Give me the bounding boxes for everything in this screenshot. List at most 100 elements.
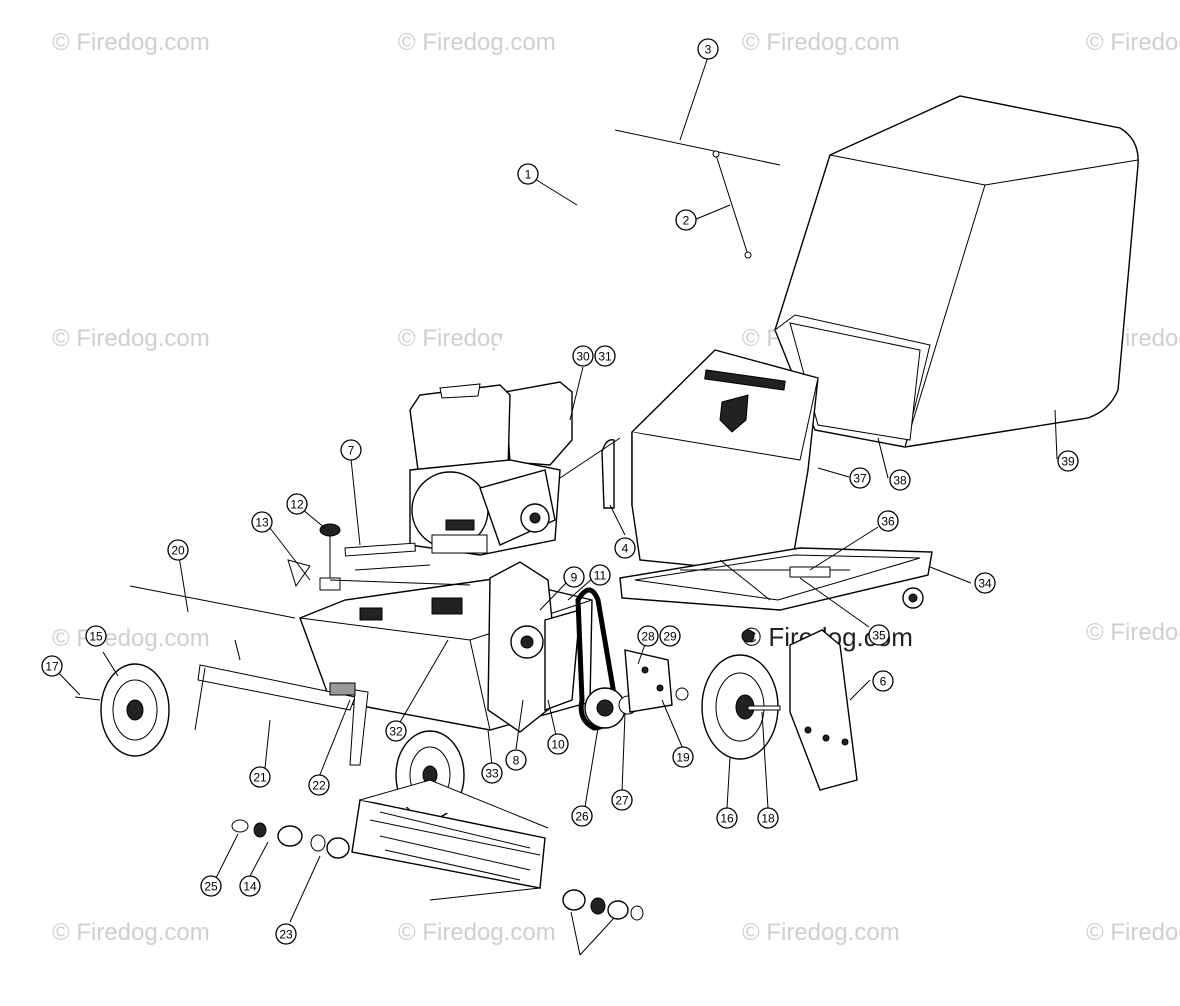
callout-circle bbox=[849, 467, 871, 489]
callout-circle bbox=[1057, 450, 1079, 472]
callout-1: 1 bbox=[517, 163, 539, 185]
callout-circle bbox=[659, 625, 681, 647]
callout-circle bbox=[385, 720, 407, 742]
callout-circle bbox=[251, 511, 273, 533]
callout-number: 16 bbox=[720, 812, 734, 826]
callout-circle bbox=[505, 749, 527, 771]
callout-2: 2 bbox=[675, 209, 697, 231]
discharge-chute bbox=[631, 349, 819, 576]
callout-number: 31 bbox=[598, 350, 612, 364]
callout-circle bbox=[563, 566, 585, 588]
callout-circle bbox=[249, 766, 271, 788]
callout-circle bbox=[697, 38, 719, 60]
callout-circle bbox=[572, 345, 594, 367]
watermark: © Firedog.com bbox=[52, 29, 210, 56]
callout-number: 27 bbox=[615, 794, 629, 808]
callout-circle bbox=[868, 624, 890, 646]
callout-6: 6 bbox=[872, 670, 894, 692]
callout-37: 37 bbox=[849, 467, 871, 489]
callout-32: 32 bbox=[385, 720, 407, 742]
callout-circle bbox=[672, 746, 694, 768]
callout-number: 8 bbox=[513, 754, 520, 768]
callout-25: 25 bbox=[200, 875, 222, 897]
callout-circle bbox=[974, 572, 996, 594]
watermark: © Firedog.com bbox=[1086, 919, 1180, 946]
callout-number: 37 bbox=[853, 472, 867, 486]
callout-circle bbox=[637, 625, 659, 647]
callout-number: 2 bbox=[683, 214, 690, 228]
callout-11: 11 bbox=[589, 564, 611, 586]
callout-number: 25 bbox=[204, 880, 218, 894]
callout-number: 13 bbox=[255, 516, 269, 530]
callout-circle bbox=[757, 807, 779, 829]
callout-circle bbox=[877, 510, 899, 532]
callout-circle bbox=[716, 807, 738, 829]
callout-number: 7 bbox=[348, 444, 355, 458]
leader-lines bbox=[51, 56, 1058, 956]
callout-4: 4 bbox=[614, 537, 636, 559]
handle-assembly bbox=[468, 90, 803, 509]
callout-39: 39 bbox=[1057, 450, 1079, 472]
callout-circle bbox=[308, 774, 330, 796]
callout-number: 17 bbox=[45, 660, 59, 674]
height-adjust-levers bbox=[287, 523, 471, 591]
callout-number: 29 bbox=[663, 630, 677, 644]
callout-number: 34 bbox=[978, 577, 992, 591]
callout-circle bbox=[200, 875, 222, 897]
callout-number: 1 bbox=[525, 168, 532, 182]
callout-13: 13 bbox=[251, 511, 273, 533]
callout-number: 35 bbox=[872, 629, 886, 643]
callout-8: 8 bbox=[505, 749, 527, 771]
callout-number: 4 bbox=[622, 542, 629, 556]
callout-21: 21 bbox=[249, 766, 271, 788]
callout-19: 19 bbox=[672, 746, 694, 768]
callout-7: 7 bbox=[340, 439, 362, 461]
callout-circle bbox=[594, 345, 616, 367]
callout-34: 34 bbox=[974, 572, 996, 594]
callout-38: 38 bbox=[889, 469, 911, 491]
callout-number: 20 bbox=[171, 544, 185, 558]
callout-27: 27 bbox=[611, 789, 633, 811]
callout-12: 12 bbox=[286, 493, 308, 515]
callout-circle bbox=[340, 439, 362, 461]
callout-circle bbox=[85, 625, 107, 647]
callout-29: 29 bbox=[659, 625, 681, 647]
callout-number: 10 bbox=[551, 738, 565, 752]
side-plate bbox=[789, 629, 858, 791]
callout-number: 11 bbox=[594, 569, 607, 583]
watermark: © Firedog.com bbox=[1086, 29, 1180, 56]
callout-36: 36 bbox=[877, 510, 899, 532]
callout-number: 3 bbox=[705, 43, 712, 57]
watermark: © Firedog.com bbox=[742, 29, 900, 56]
callout-number: 26 bbox=[575, 810, 589, 824]
wheel-right bbox=[701, 654, 781, 760]
callout-3: 3 bbox=[697, 38, 719, 60]
callout-circle bbox=[589, 564, 611, 586]
callout-circle bbox=[675, 209, 697, 231]
callout-circle bbox=[614, 537, 636, 559]
callout-30: 30 bbox=[572, 345, 594, 367]
callout-circle bbox=[872, 670, 894, 692]
watermark: © Firedog.com bbox=[398, 29, 556, 56]
callout-circle bbox=[889, 469, 911, 491]
callout-number: 22 bbox=[312, 779, 326, 793]
callout-35: 35 bbox=[868, 624, 890, 646]
watermark: © Firedog.com bbox=[398, 919, 556, 946]
callout-number: 9 bbox=[571, 571, 578, 585]
watermark: © Firedog.com bbox=[52, 919, 210, 946]
callout-circle bbox=[517, 163, 539, 185]
callout-number: 28 bbox=[641, 630, 655, 644]
watermark: © Firedog.com bbox=[52, 625, 210, 652]
callout-number: 36 bbox=[881, 515, 895, 529]
callout-14: 14 bbox=[239, 875, 261, 897]
grass-bag bbox=[774, 95, 1139, 448]
mower-deck bbox=[299, 561, 593, 733]
callout-circle bbox=[611, 789, 633, 811]
callout-number: 15 bbox=[89, 630, 103, 644]
engine bbox=[409, 381, 573, 556]
callout-number: 39 bbox=[1061, 455, 1075, 469]
callout-layer: 1234678910111213141516171819202122232526… bbox=[41, 38, 1079, 945]
callout-circle bbox=[481, 762, 503, 784]
callout-number: 21 bbox=[253, 771, 267, 785]
callout-circle bbox=[286, 493, 308, 515]
